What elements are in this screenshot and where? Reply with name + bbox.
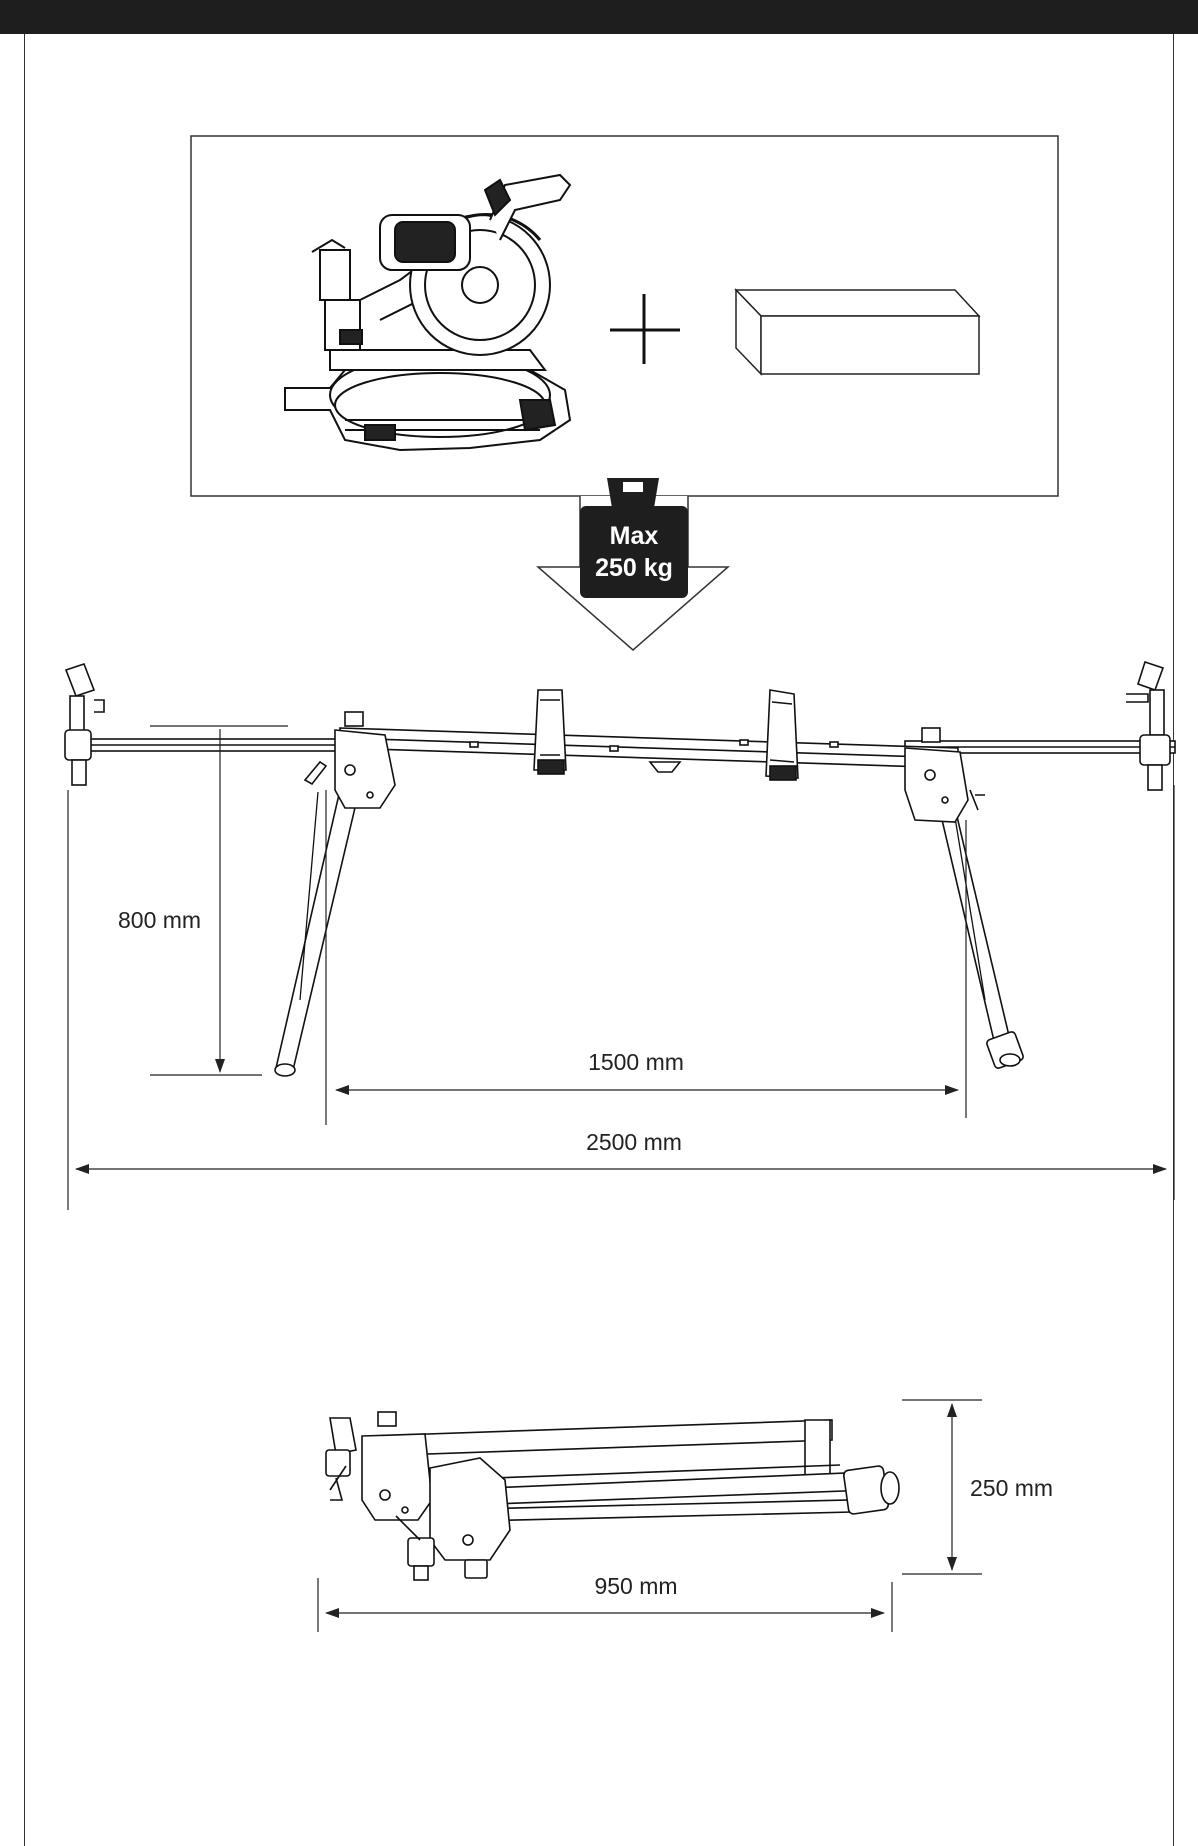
folded-height-dimension xyxy=(902,1399,982,1575)
height-dimension-label: 800 mm xyxy=(118,907,201,933)
miter-saw-icon xyxy=(284,173,572,452)
total-length-dimension-label: 2500 mm xyxy=(586,1129,682,1155)
leg-span-dimension xyxy=(325,790,967,1125)
plus-icon xyxy=(610,294,680,364)
total-length-dimension xyxy=(67,785,1175,1210)
leg-span-dimension-label: 1500 mm xyxy=(588,1049,684,1075)
height-dimension xyxy=(150,725,288,1076)
expanded-stand xyxy=(64,660,1176,1077)
weight-label-value: 250 kg xyxy=(595,554,673,582)
page-header-bar xyxy=(0,0,1198,34)
weight-label-max: Max xyxy=(610,522,659,550)
folded-height-dimension-label: 250 mm xyxy=(970,1475,1053,1501)
workpiece-box-icon xyxy=(734,288,981,376)
folded-length-dimension-label: 950 mm xyxy=(594,1573,677,1599)
folded-stand xyxy=(325,1411,900,1581)
weight-icon: Max 250 kg xyxy=(580,478,688,598)
folded-length-dimension xyxy=(317,1578,893,1632)
